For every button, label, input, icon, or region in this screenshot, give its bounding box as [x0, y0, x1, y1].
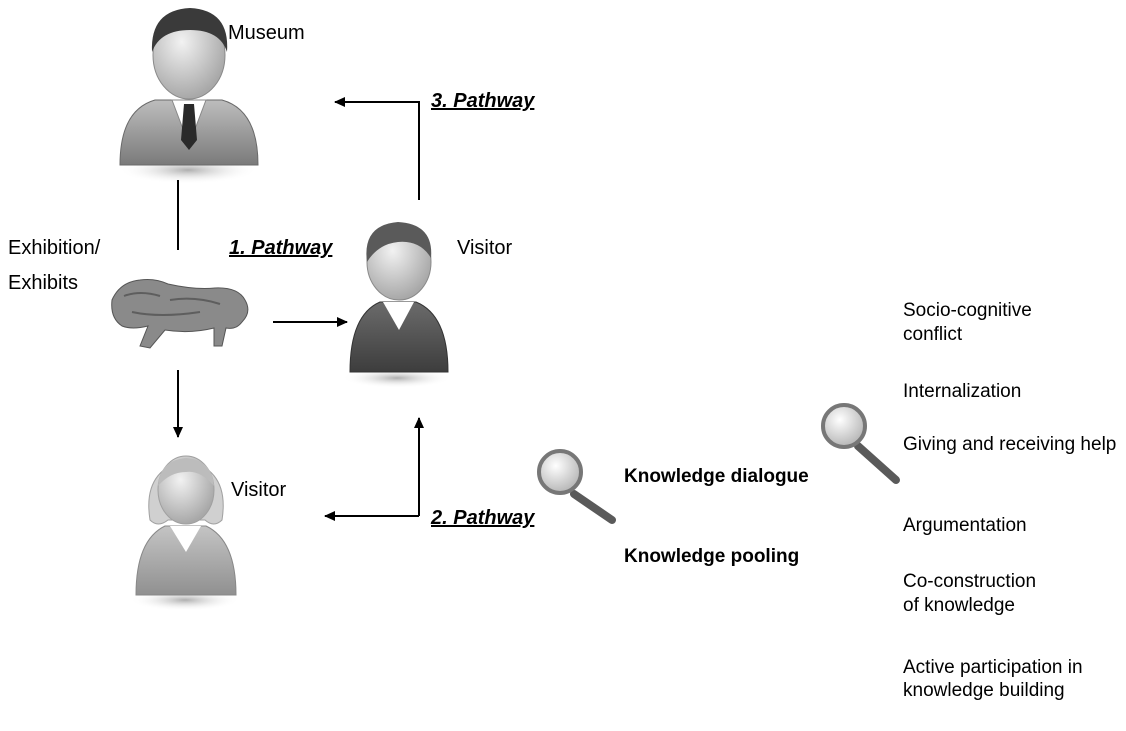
knowledge-dialogue-label: Knowledge dialogue: [624, 466, 809, 487]
female-visitor-icon: [130, 455, 240, 611]
magnifier-icon: [537, 449, 616, 524]
exhibition-label-line2: Exhibits: [8, 272, 79, 294]
pathway-3-label: 3. Pathway: [431, 90, 535, 112]
exhibition-label-line1: Exhibition/: [8, 237, 101, 259]
visitor-label-second: Visitor: [231, 479, 287, 501]
pathway-1-label: 1. Pathway: [229, 237, 333, 259]
pathway-2-label: 2. Pathway: [431, 507, 535, 529]
knowledge-pooling-label: Knowledge pooling: [624, 546, 800, 567]
museum-person-icon: [118, 8, 259, 184]
magnifier-icon: [821, 403, 900, 484]
male-visitor-icon: [342, 222, 452, 388]
concept-giving-receiving-help: Giving and receiving help: [903, 434, 1117, 455]
connector-lines: [173, 97, 424, 521]
concept-argumentation: Argumentation: [903, 515, 1027, 536]
museum-label: Museum: [228, 22, 305, 44]
concept-active-participation: Active participation in knowledge buildi…: [903, 657, 1083, 701]
concept-internalization: Internalization: [903, 381, 1022, 402]
horse-exhibit-icon: [111, 279, 249, 349]
visitor-label-main: Visitor: [457, 237, 513, 259]
pathway-3-arrow: [334, 97, 420, 200]
concept-socio-cognitive-conflict: Socio-cognitive conflict: [903, 300, 1032, 345]
concept-co-construction: Co-construction of knowledge: [903, 571, 1037, 616]
